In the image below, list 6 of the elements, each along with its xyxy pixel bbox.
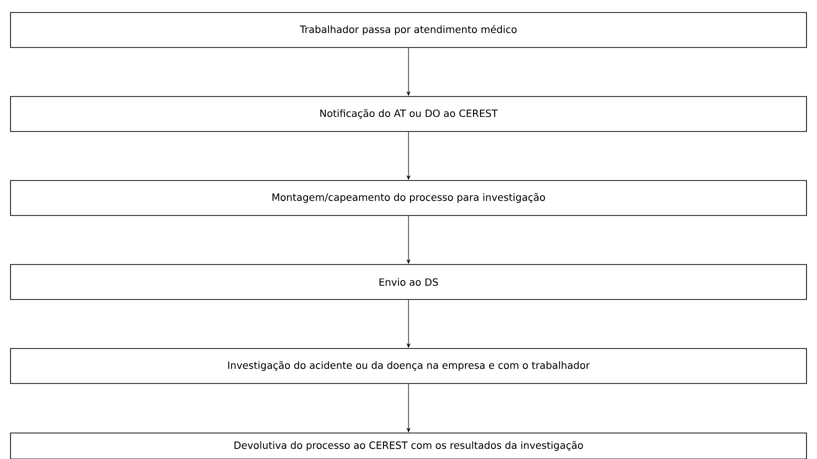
process-box: Envio ao DS	[10, 264, 807, 300]
process-box: Montagem/capeamento do processo para investigação	[10, 180, 807, 216]
process-box: Notificação do AT ou DO ao CEREST	[10, 96, 807, 132]
process-box: Devolutiva do processo ao CEREST com os resultados da investigação	[10, 432, 807, 459]
process-box: Trabalhador passa por atendimento médico	[10, 12, 807, 48]
process-box: Investigação do acidente ou da doença na empresa e com o trabalhador	[10, 348, 807, 384]
